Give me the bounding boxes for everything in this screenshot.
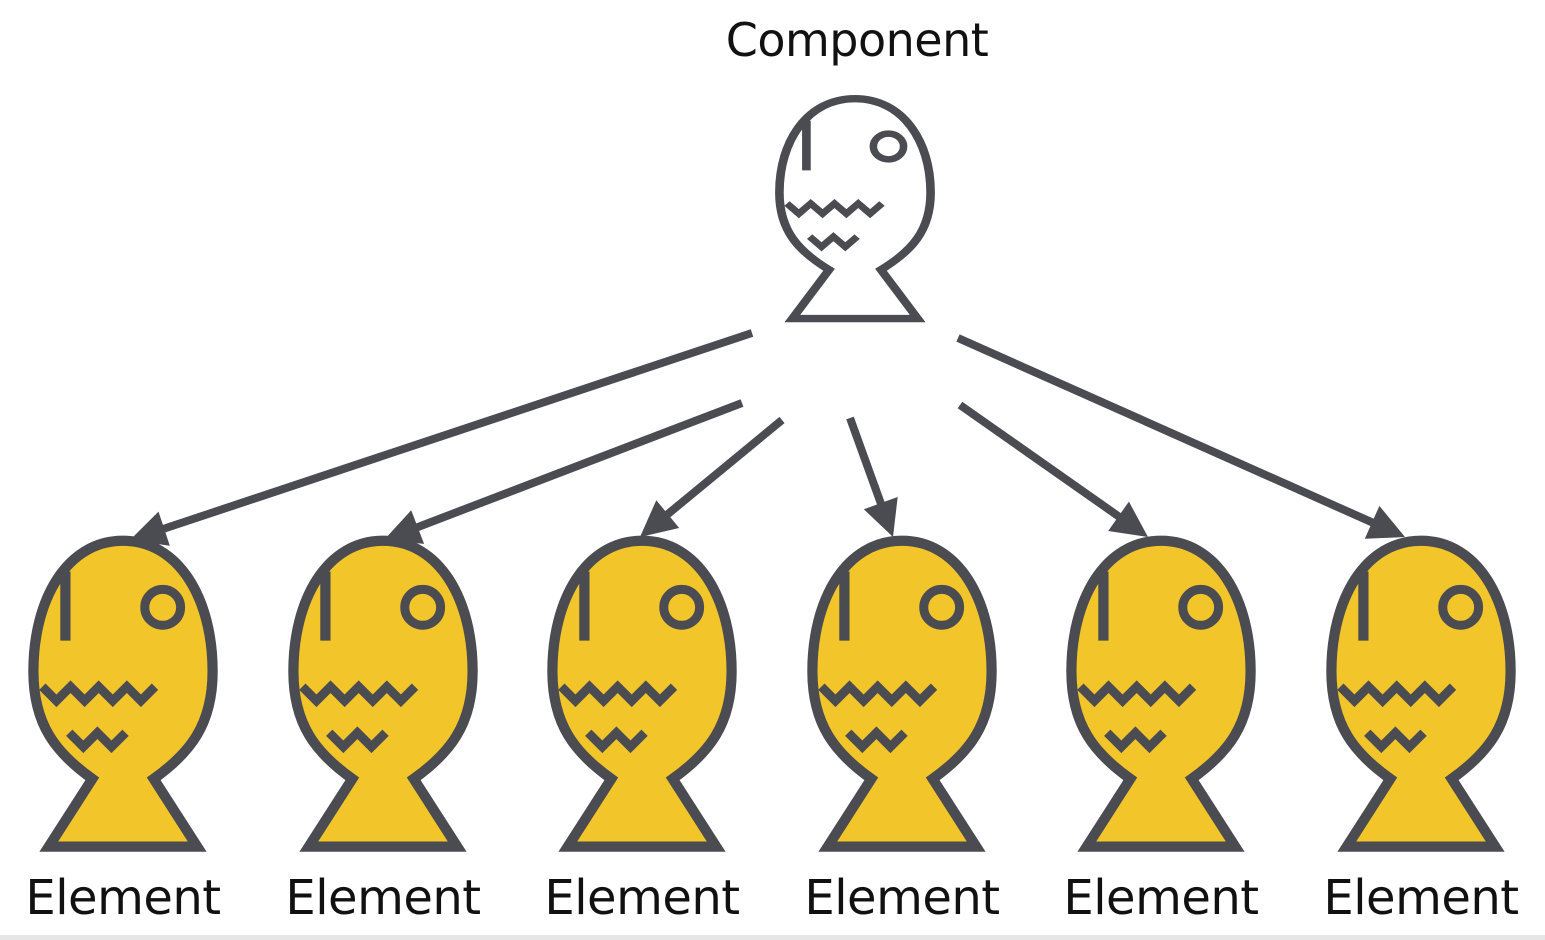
element-label-3: Element: [544, 870, 740, 926]
component-fish-icon: [779, 99, 930, 319]
element-fish-icon-6: [1331, 541, 1510, 847]
element-label-6: Element: [1323, 870, 1519, 926]
element-fish-icon-3: [552, 541, 731, 847]
arrow-head-3: [640, 500, 680, 537]
arrow-head-6: [1364, 505, 1405, 539]
arrow-head-2: [384, 510, 425, 544]
element-label-1: Element: [25, 870, 221, 926]
arrow-line-4: [846, 416, 886, 507]
arrow-line-1: [160, 329, 754, 534]
element-fish-icon-4: [812, 541, 991, 847]
arrow-head-4: [863, 497, 898, 537]
element-label-2: Element: [285, 870, 481, 926]
bottom-edge: [0, 935, 1545, 940]
arrow-line-3: [663, 416, 785, 519]
connector-arrows: [130, 329, 1405, 546]
element-fish-icon-1: [33, 541, 212, 847]
element-fish-icon-5: [1071, 541, 1250, 847]
arrow-line-5: [957, 401, 1123, 521]
element-label-4: Element: [804, 870, 1000, 926]
element-fish-icon-2: [293, 541, 472, 847]
elements-layer: [33, 541, 1510, 847]
arrow-head-1: [130, 511, 170, 546]
arrow-head-5: [1108, 501, 1148, 537]
arrow-line-6: [956, 334, 1376, 527]
element-label-5: Element: [1063, 870, 1259, 926]
component-label: Component: [725, 13, 989, 67]
arrow-line-2: [414, 399, 744, 532]
